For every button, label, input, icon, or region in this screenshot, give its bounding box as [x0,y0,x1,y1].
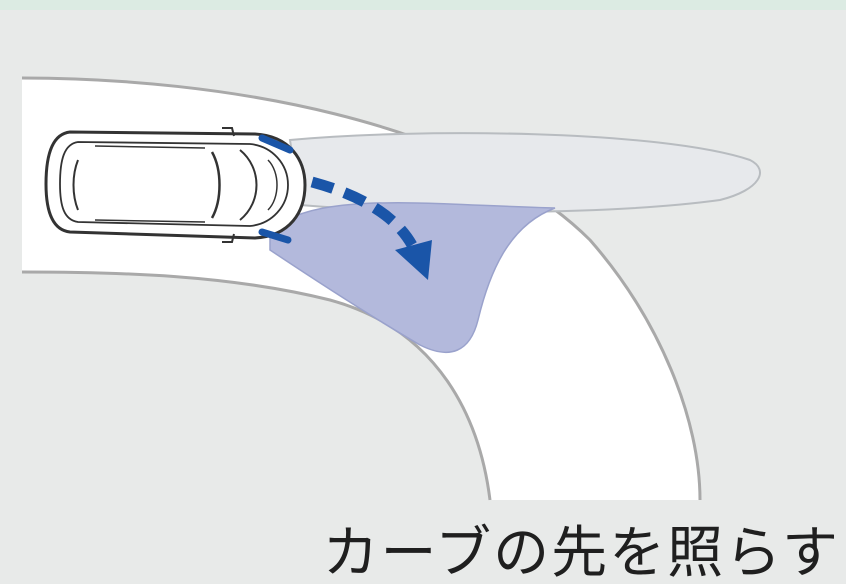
caption-text: カーブの先を照らす [322,521,840,584]
car-top-view-icon [44,127,307,244]
road-inner-edge [21,270,492,501]
cornering-light-beam [269,202,556,354]
dashed-curved-arrow-icon [310,176,432,280]
